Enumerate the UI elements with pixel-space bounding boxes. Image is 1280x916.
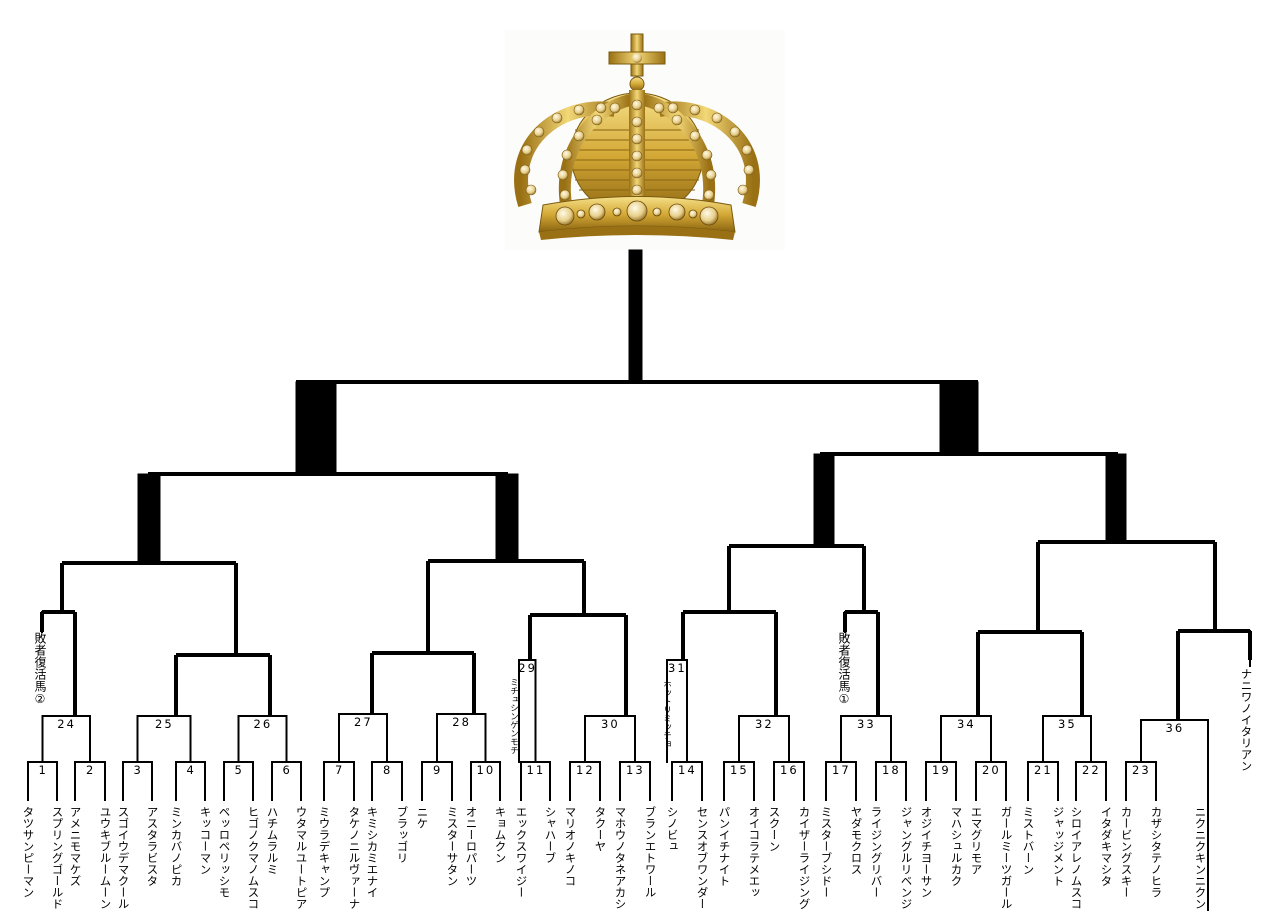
first-round-number: 15	[730, 765, 749, 777]
horse-name: ミストバーン	[1022, 806, 1034, 875]
horse-name: ミンカバノピカ	[170, 806, 182, 887]
second-round-number: 32	[755, 719, 774, 731]
horse-name: センスオブワンダー	[696, 806, 708, 910]
bracket-bar	[629, 250, 642, 382]
first-round-number: 7	[335, 765, 344, 777]
second-round-number: 24	[57, 719, 76, 731]
horse-name: ミスターサタン	[446, 806, 458, 887]
seed-29-note: ミチュシンゲンモチ	[509, 678, 518, 755]
second-round-number: 28	[452, 717, 471, 729]
first-round-number: 9	[433, 765, 442, 777]
first-round-number: 8	[383, 765, 392, 777]
horse-name: キッコーマン	[199, 806, 211, 875]
horse-name: イタダキマシタ	[1100, 806, 1112, 887]
horse-name: ガールミーツガール	[1000, 806, 1012, 910]
second-round-number: 34	[957, 719, 976, 731]
first-round-number: 18	[882, 765, 901, 777]
horse-name: アメニモマケズ	[69, 806, 81, 887]
horse-name: カイザーライジング	[798, 806, 810, 910]
second-round-number: 35	[1058, 719, 1077, 731]
horse-name: エックスワイジー	[515, 806, 527, 898]
first-round-number: 21	[1034, 765, 1053, 777]
horse-name: ヤダモクロス	[850, 806, 862, 875]
second-round-number: 26	[254, 719, 273, 731]
first-round-number: 20	[982, 765, 1001, 777]
horse-name: ライジングリバー	[870, 806, 882, 898]
second-round-number: 31	[668, 663, 687, 675]
horse-name: ウタマルユートピア	[295, 806, 307, 910]
horse-name: マハシュルカク	[950, 806, 962, 887]
second-round-number: 25	[155, 719, 174, 731]
horse-name: オジイチヨーサン	[920, 806, 932, 898]
horse-name: キョムクン	[494, 806, 506, 864]
second-round-number: 29	[518, 663, 537, 675]
horse-name: マホウノタネアカシ	[614, 806, 626, 910]
second-round-number: 33	[857, 719, 876, 731]
horse-name: ニクニクキンニクン	[1194, 806, 1206, 910]
second-round-number: 27	[354, 717, 373, 729]
horse-name: カービングスキー	[1120, 806, 1132, 898]
seed-31-note: ホットリミッチョ	[662, 680, 671, 748]
bracket-bar	[1106, 454, 1126, 542]
first-round-number: 2	[86, 765, 95, 777]
first-round-number: 3	[134, 765, 143, 777]
horse-name: カザシタテノヒラ	[1150, 806, 1162, 898]
horse-name: ユウキブルームーン	[99, 806, 111, 910]
bracket-bar	[940, 382, 978, 454]
horse-name: ハチムラルミ	[266, 806, 278, 875]
horse-name: スプリングゴールド	[51, 806, 63, 910]
horse-name: アスタラビスタ	[146, 806, 158, 887]
horse-name: ミスターブシドー	[820, 806, 832, 898]
horse-name: ペッロペリッシモ	[218, 806, 230, 898]
first-round-number: 22	[1082, 765, 1101, 777]
horse-name: ミウラデキャンプ	[318, 806, 330, 898]
horse-name: タクーヤ	[594, 806, 606, 852]
horse-name: タケノニルヴァーナ	[348, 806, 360, 910]
loser-revival-note-2: 敗者復活馬②	[34, 632, 46, 706]
first-round-number: 19	[932, 765, 951, 777]
first-round-number: 12	[576, 765, 595, 777]
first-round-number: 5	[235, 765, 244, 777]
horse-name: シノビュ	[666, 806, 678, 852]
bracket-bar	[814, 454, 834, 546]
horse-name: エマグリモア	[970, 806, 982, 875]
horse-name: オニーロパーツ	[465, 806, 477, 887]
first-round-number: 23	[1132, 765, 1151, 777]
second-round-number: 36	[1166, 723, 1185, 735]
loser-revival-note-1: 敗者復活馬①	[838, 632, 850, 706]
first-round-number: 17	[832, 765, 851, 777]
horse-name: ニケ	[416, 806, 428, 829]
horse-name: ナニワノイタリアン	[1240, 668, 1252, 772]
bracket-bar	[296, 382, 336, 474]
bracket-bar	[138, 474, 160, 564]
horse-name: オイコラテメエッ	[748, 806, 760, 898]
horse-name: ヒゴノクマノムスコ	[247, 806, 259, 910]
horse-name: スゴイウデマクール	[117, 806, 129, 910]
horse-name: シロイアレノムスコ	[1070, 806, 1082, 910]
bracket-bar	[496, 474, 518, 562]
first-round-number: 1	[39, 765, 48, 777]
first-round-number: 11	[527, 765, 546, 777]
horse-name: ジャングルリベンジ	[900, 806, 912, 910]
horse-name: キミシカミエナイ	[366, 806, 378, 898]
first-round-number: 10	[477, 765, 496, 777]
horse-name: パンイチナイト	[718, 806, 730, 887]
horse-name: タツサンピーマン	[22, 806, 34, 898]
horse-name: シャハーブ	[544, 806, 556, 864]
second-round-number: 30	[601, 719, 620, 731]
first-round-number: 16	[780, 765, 799, 777]
first-round-number: 4	[187, 765, 196, 777]
horse-name: ブラッゴリ	[396, 806, 408, 864]
horse-name: マリオノキノコ	[564, 806, 576, 887]
horse-name: スクーン	[768, 806, 780, 852]
first-round-number: 14	[678, 765, 697, 777]
first-round-number: 6	[283, 765, 292, 777]
horse-name: ジャッジメント	[1052, 806, 1064, 887]
first-round-number: 13	[626, 765, 645, 777]
horse-name: ブランエトワール	[644, 806, 656, 898]
